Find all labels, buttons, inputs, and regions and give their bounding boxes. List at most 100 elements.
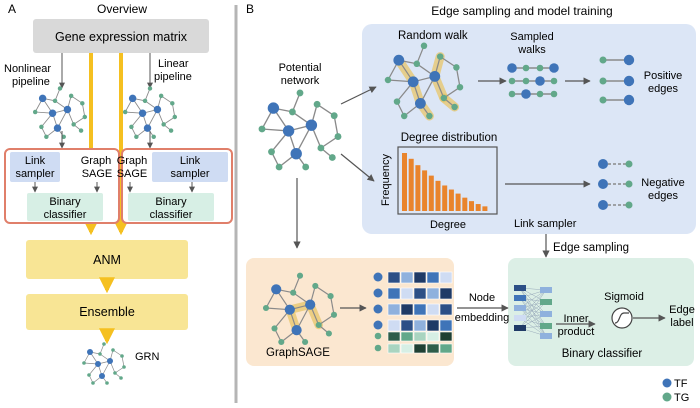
tg-node	[625, 180, 633, 188]
tg-node	[312, 282, 319, 289]
tg-node	[52, 98, 58, 104]
arrow	[340, 86, 377, 105]
linear-label-1: Linear	[158, 58, 189, 70]
sigmoid-label: Sigmoid	[604, 291, 644, 303]
panel-b: B Edge sampling and model training Poten…	[246, 2, 696, 404]
tg-node	[330, 311, 338, 318]
tg-node	[440, 94, 448, 102]
tg-node	[453, 64, 460, 71]
classifier-connection	[519, 297, 547, 327]
tg-node	[32, 109, 38, 115]
tg-node	[68, 93, 74, 99]
tg-node	[426, 112, 433, 120]
tg-node	[98, 352, 102, 356]
tg-node	[625, 201, 633, 209]
tf-node	[282, 125, 295, 137]
ensemble-label: Ensemble	[79, 305, 135, 319]
grn-network	[82, 342, 126, 385]
tg-node	[400, 112, 408, 120]
potential-network-label: network	[281, 75, 320, 87]
tf-node	[284, 304, 295, 315]
negative-edges	[598, 159, 633, 210]
tg-node	[317, 144, 325, 152]
tg-node	[625, 160, 633, 168]
sampled-walks-label: walks	[517, 44, 546, 56]
tg-node	[87, 373, 91, 377]
tg-node	[599, 77, 607, 85]
tg-node	[122, 365, 126, 369]
tg-node	[275, 163, 283, 171]
tf-node	[373, 304, 383, 314]
tg-node	[522, 77, 530, 85]
tf-node	[623, 94, 635, 106]
tg-node	[119, 376, 123, 380]
embedding-cell	[387, 303, 401, 316]
tg-node	[172, 114, 178, 120]
tg-node	[536, 64, 544, 72]
embedding-cell	[400, 287, 414, 300]
network-edge	[330, 295, 335, 315]
tf-node	[291, 325, 302, 336]
tf-node	[305, 119, 318, 131]
embedding-cell	[400, 319, 414, 332]
tf-node	[95, 361, 101, 367]
tf-node	[393, 54, 405, 66]
classifier-connection	[519, 301, 547, 329]
embedding-cell	[426, 271, 440, 284]
classifier-unit	[514, 325, 526, 331]
embedding-cell	[413, 343, 427, 354]
tg-node	[522, 64, 530, 72]
embedding-cell	[387, 319, 401, 332]
classifier-unit	[514, 285, 526, 291]
tf-node	[271, 284, 282, 295]
embedding-cell	[426, 303, 440, 316]
anm-label: ANM	[93, 253, 121, 267]
tg-node	[334, 133, 342, 141]
tg-node	[374, 332, 382, 340]
tf-node	[128, 94, 137, 103]
tg-node	[290, 289, 297, 296]
tf-legend-icon	[662, 378, 672, 388]
tg-node	[436, 53, 444, 60]
random-walk-network	[384, 42, 464, 121]
network-edge	[443, 86, 461, 99]
tf-node	[153, 105, 162, 114]
tf-node	[290, 148, 302, 160]
link-sampler-label: Link sampler	[514, 218, 577, 230]
classifier-unit	[540, 287, 552, 293]
tg-node	[39, 124, 44, 130]
tf-node	[623, 54, 635, 66]
embedding-cell	[439, 303, 453, 316]
classifier-connection	[519, 289, 547, 319]
embedding-cell	[439, 331, 453, 342]
tf-node	[598, 159, 608, 169]
tg-node	[325, 330, 332, 337]
tg-node	[105, 381, 109, 385]
tg-node	[102, 342, 106, 346]
classifier-unit	[514, 305, 526, 311]
tg-node	[134, 134, 139, 140]
gene-expression-box	[33, 19, 209, 53]
tg-node	[384, 76, 392, 84]
network-edge	[70, 95, 83, 104]
network-edge	[318, 314, 335, 326]
negative-edges-label: edges	[648, 190, 678, 202]
tf-node	[415, 98, 426, 109]
degree-distribution-label: Degree distribution	[401, 132, 498, 144]
tg-node	[258, 125, 266, 133]
embedding-cell	[400, 331, 414, 342]
tg-node	[536, 90, 544, 98]
tf-node	[598, 200, 608, 210]
tg-node	[147, 86, 153, 91]
tg-node	[508, 77, 516, 85]
tg-node	[170, 101, 175, 106]
tg-node	[330, 112, 338, 120]
graphsage-text: SAGE	[117, 168, 148, 180]
tg-node	[57, 86, 63, 91]
tg-node	[278, 338, 285, 346]
embedding-cell	[426, 343, 440, 354]
tg-node	[393, 98, 401, 105]
network-edge	[320, 136, 339, 149]
embedding-cell	[439, 343, 453, 354]
